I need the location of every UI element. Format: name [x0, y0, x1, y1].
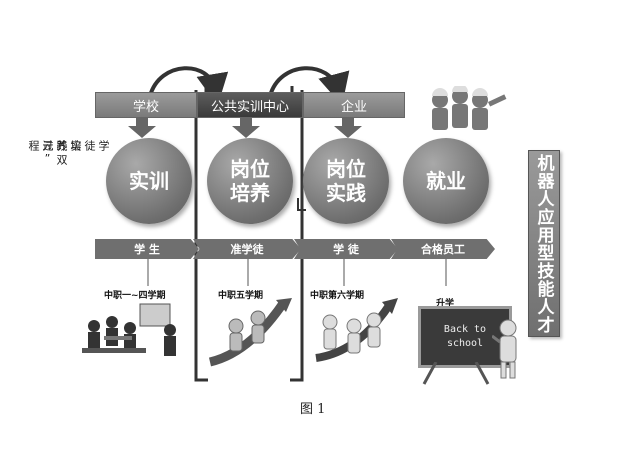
header-school: 学校 — [95, 92, 197, 118]
apprentice-figures-illustration — [315, 298, 398, 362]
arc-arrow-1 — [148, 66, 229, 106]
circle-training: 实训 — [106, 138, 192, 224]
header-enterprise: 企业 — [303, 92, 405, 118]
side-title-line-2: “双元” — [41, 140, 68, 166]
band-qualified-employee: 合格员工 — [391, 239, 495, 259]
band-student: 学 生 — [95, 239, 199, 259]
bracket-left — [194, 90, 208, 382]
side-title-line-1: 学徒实践 — [55, 140, 110, 152]
term-label-3: 中职第六学期 — [310, 291, 365, 301]
circle-post-cultivation: 岗位 培养 — [207, 138, 293, 224]
circle-post-practice: 岗位 实践 — [303, 138, 389, 224]
climbing-figures-illustration — [208, 298, 292, 367]
circle-employment: 就业 — [403, 138, 489, 224]
term-label-2: 中职五学期 — [218, 291, 264, 301]
bracket-right — [290, 90, 304, 382]
band-quasi-apprentice: 准学徒 — [193, 239, 301, 259]
right-title-text: 机器人应用型技能人才 — [533, 153, 554, 334]
classroom-illustration — [82, 303, 176, 356]
arc-arrow-2 — [268, 66, 350, 106]
teacher-figure-illustration — [492, 319, 517, 379]
board-stand-illustration — [422, 362, 490, 385]
down-arrow-3 — [334, 117, 362, 138]
down-arrow-2 — [232, 117, 260, 138]
right-title: 机器人应用型技能人才 — [528, 150, 560, 337]
side-title-line-3: 培养过程 — [27, 140, 82, 152]
board-line-2: school — [446, 338, 484, 349]
workers-illustration — [432, 86, 507, 130]
term-label-4: 升学 — [436, 299, 455, 309]
term-label-1: 中职一~四学期 — [104, 291, 166, 301]
header-public-training-center: 公共实训中心 — [197, 92, 303, 118]
board-line-1: Back to — [443, 324, 487, 335]
down-arrow-1 — [128, 117, 156, 138]
band-apprentice: 学 徒 — [294, 239, 398, 259]
back-to-school-board: Back to school — [418, 306, 512, 368]
small-marker — [297, 198, 306, 211]
figure-caption: 图 1 — [300, 402, 326, 417]
